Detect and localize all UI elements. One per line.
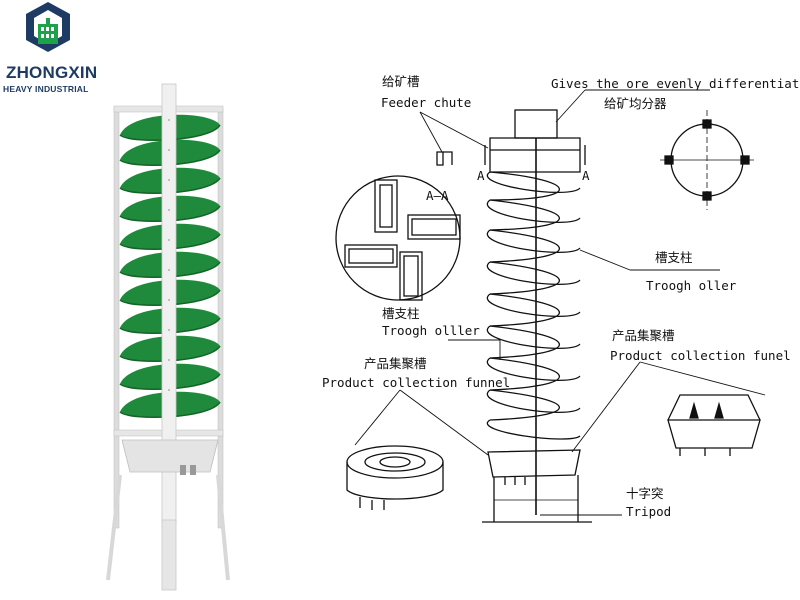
label-ore-distributor-en: Gives the ore evenly differentiator — [551, 76, 800, 91]
label-feeder-cn: 给矿槽 — [382, 74, 420, 89]
label-ore-distributor-cn: 给矿均分器 — [604, 96, 667, 111]
company-logo: ZHONGXIN HEAVY INDUSTRIAL — [0, 0, 110, 98]
label-tripod-cn: 十字突 — [626, 486, 664, 501]
label-section-aa: A—A — [426, 188, 449, 203]
hexagon-logo-icon — [26, 2, 70, 52]
label-product-left-cn: 产品集聚槽 — [364, 356, 427, 371]
label-trough-left-cn: 槽支柱 — [382, 306, 420, 321]
label-section-mark-left: A — [477, 168, 485, 183]
label-feeder-en: Feeder chute — [381, 95, 471, 110]
brand-name: ZHONGXIN — [6, 63, 98, 82]
label-trough-right-cn: 槽支柱 — [655, 250, 693, 265]
label-trough-right-en: Troogh oller — [646, 278, 737, 293]
label-product-right-en: Product collection funel — [610, 348, 791, 363]
label-tripod-en: Tripod — [626, 504, 671, 519]
label-trough-left-en: Troogh olller — [382, 323, 480, 338]
spiral-chute-photo — [106, 83, 230, 591]
brand-subtitle: HEAVY INDUSTRIAL — [3, 84, 89, 94]
label-product-left-en: Product collection funnel — [322, 375, 510, 390]
label-section-mark-right: A — [582, 168, 590, 183]
label-product-right-cn: 产品集聚槽 — [612, 328, 675, 343]
